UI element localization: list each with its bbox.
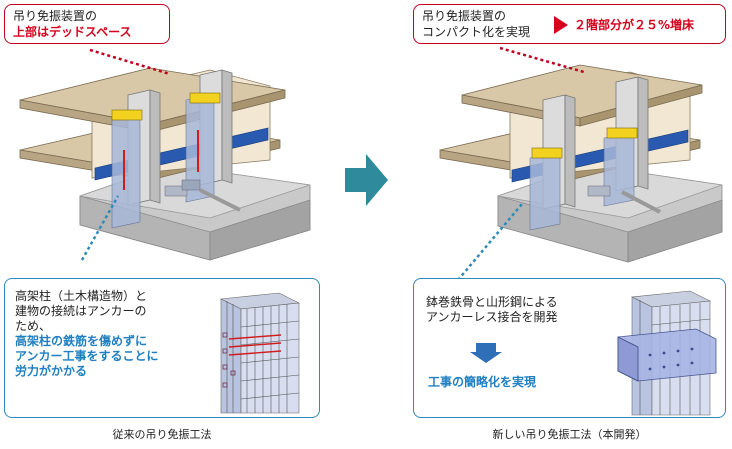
- right-info-highlight: 工事の簡略化を実現: [428, 375, 537, 389]
- right-callout-line2: コンパクト化を実現: [422, 25, 531, 39]
- right-callout-result: ２階部分が２５%増床: [574, 18, 695, 32]
- left-info-box: 高架柱（土木構造物）と 建物の接続はアンカーの ため、 高架柱の鉄筋を傷めずに …: [4, 278, 320, 418]
- right-info-box: 鉢巻鉄骨と山形鋼による アンカーレス接合を開発 工事の簡略化を実現: [413, 278, 726, 418]
- left-info-line: 高架柱（土木構造物）と: [15, 289, 148, 303]
- left-info-text: 高架柱（土木構造物）と 建物の接続はアンカーの ため、 高架柱の鉄筋を傷めずに …: [15, 289, 195, 379]
- left-callout: 吊り免振装置の 上部はデッドスペース: [4, 4, 170, 44]
- down-arrow-icon: [476, 343, 496, 353]
- down-arrow-head-icon: [470, 352, 502, 363]
- right-info-text: 鉢巻鉄骨と山形鋼による アンカーレス接合を開発: [426, 295, 606, 325]
- left-caption: 従来の吊り免振工法: [112, 428, 212, 441]
- right-info-line: 鉢巻鉄骨と山形鋼による: [426, 295, 558, 309]
- anchor-column-illustration: [219, 292, 301, 414]
- left-callout-line2: 上部はデッドスペース: [13, 25, 132, 39]
- left-info-highlight: 高架柱の鉄筋を傷めずに: [15, 334, 148, 348]
- left-info-highlight: 労力がかかる: [15, 364, 88, 378]
- right-caption: 新しい吊り免振工法（本開発）: [492, 428, 647, 441]
- left-callout-line1: 吊り免振装置の: [13, 9, 98, 23]
- left-info-line: 建物の接続はアンカーの: [15, 304, 147, 318]
- transition-arrow: [345, 154, 388, 206]
- left-building-illustration: [19, 48, 311, 261]
- right-callout-line1: 吊り免振装置の: [422, 9, 507, 23]
- anchorless-column-illustration: [617, 290, 717, 416]
- right-callout: 吊り免振装置の コンパクト化を実現 ２階部分が２５%増床: [413, 4, 726, 44]
- right-building-illustration: [439, 46, 723, 281]
- result-arrow-icon: [554, 16, 568, 34]
- right-info-line: アンカーレス接合を開発: [426, 310, 558, 324]
- left-info-highlight: アンカー工事をすることに: [15, 349, 159, 363]
- left-info-line: ため、: [15, 319, 52, 333]
